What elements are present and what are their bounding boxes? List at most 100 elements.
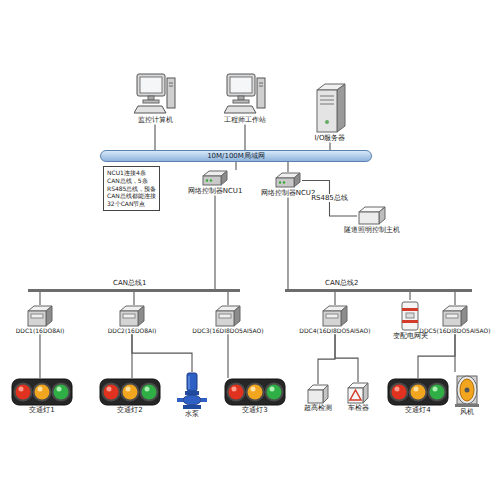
device-node: 隧道照明控制主机: [344, 206, 400, 234]
icon-part: [257, 78, 265, 108]
icon-part: [167, 78, 175, 108]
device-icon: [441, 305, 469, 327]
icon-part: [325, 120, 329, 124]
device-node: DDC4(16DI8DO5AI5AO): [299, 305, 370, 334]
icon-part: [189, 376, 190, 389]
connector-line: [334, 292, 335, 305]
icon-part: [100, 379, 160, 405]
icon-part: [348, 388, 363, 403]
node-label: 网络控制器NCU2: [261, 189, 316, 197]
device-icon: [177, 372, 207, 410]
device-node: 交通灯4: [387, 378, 449, 414]
connector-line: [335, 334, 358, 382]
device-node: DDC3(16DI8DO5AI5AO): [192, 305, 263, 334]
icon-part: [308, 390, 323, 403]
device-icon: [274, 172, 302, 189]
icon-part: [363, 383, 368, 403]
icon-part: [457, 376, 477, 404]
icon-part: [323, 385, 328, 403]
device-node: 网络控制器NCU1: [188, 170, 243, 195]
icon-part: [443, 311, 461, 326]
icon-part: [395, 387, 400, 392]
device-node: 交通灯2: [99, 378, 161, 414]
connector-line: [287, 162, 288, 172]
icon-part: [337, 84, 345, 132]
device-icon: [201, 170, 229, 187]
icon-part: [270, 387, 275, 392]
node-label: DDC3(16DI8DO5AI5AO): [192, 327, 263, 334]
icon-part: [259, 86, 263, 87]
icon-part: [232, 387, 237, 392]
device-icon: [399, 300, 421, 332]
icon-part: [326, 314, 338, 318]
node-label: NCU1连接4条: [107, 169, 156, 177]
connector-line: [133, 292, 134, 305]
node-label: I/O服务器: [311, 134, 349, 142]
icon-part: [219, 314, 231, 318]
device-icon: [387, 378, 449, 406]
device-node: 监控计算机: [134, 72, 176, 124]
icon-part: [411, 385, 426, 400]
icon-part: [140, 77, 162, 93]
icon-part: [283, 181, 285, 183]
device-icon: [357, 206, 387, 226]
node-label: 32个CAN节点: [107, 200, 156, 208]
network-band: 10M/100M局域网: [100, 150, 372, 162]
device-node: 交通灯1: [11, 378, 73, 414]
bus-band: CAN总线2: [285, 289, 472, 292]
icon-part: [229, 385, 244, 400]
device-icon: [214, 305, 242, 327]
icon-part: [203, 176, 221, 185]
node-label: 网络控制器NCU1: [188, 187, 243, 195]
connector-line: [287, 197, 288, 289]
node-label: CAN总线都能连接: [107, 192, 156, 200]
icon-part: [317, 90, 337, 132]
icon-part: [251, 387, 256, 392]
icon-part: [259, 83, 263, 84]
connector-line: [302, 181, 357, 217]
icon-part: [183, 395, 201, 405]
icon-part: [183, 405, 201, 409]
connector-line: [154, 124, 155, 150]
icon-part: [185, 391, 199, 395]
connector-line: [39, 334, 40, 378]
node-label: DDC1(16DO8AI): [16, 327, 65, 334]
icon-part: [294, 173, 300, 187]
icon-part: [19, 387, 24, 392]
icon-part: [201, 398, 207, 402]
device-icon: [11, 378, 73, 406]
node-label: CAN总线2: [325, 279, 358, 287]
node-label: 监控计算机: [134, 116, 176, 124]
icon-part: [248, 385, 263, 400]
connector-line: [235, 162, 236, 170]
icon-part: [14, 383, 33, 402]
note-box: NCU1连接4条CAN总线，5条RS485总线，预备CAN总线都能连接32个CA…: [103, 166, 160, 211]
node-label: CAN总线，5条: [107, 177, 156, 185]
icon-part: [216, 311, 234, 326]
connector-line: [409, 292, 410, 300]
node-label: 交通灯3: [224, 406, 286, 414]
icon-part: [341, 306, 347, 326]
icon-part: [123, 385, 138, 400]
device-icon: [452, 372, 482, 408]
icon-part: [54, 385, 69, 400]
node-label: 隧道照明控制主机: [344, 226, 400, 234]
icon-part: [265, 383, 284, 402]
icon-part: [169, 83, 173, 84]
connector-line: [454, 334, 455, 372]
icon-part: [428, 383, 447, 402]
icon-part: [31, 314, 43, 318]
device-icon: [311, 82, 349, 134]
icon-part: [134, 106, 166, 113]
icon-part: [16, 385, 31, 400]
node-label: 交通灯1: [11, 406, 73, 414]
device-icon: [224, 72, 266, 116]
icon-part: [246, 383, 265, 402]
icon-part: [279, 181, 281, 183]
icon-part: [137, 74, 165, 96]
icon-part: [206, 179, 208, 181]
icon-part: [406, 313, 414, 318]
icon-part: [140, 383, 159, 402]
icon-part: [38, 387, 43, 392]
